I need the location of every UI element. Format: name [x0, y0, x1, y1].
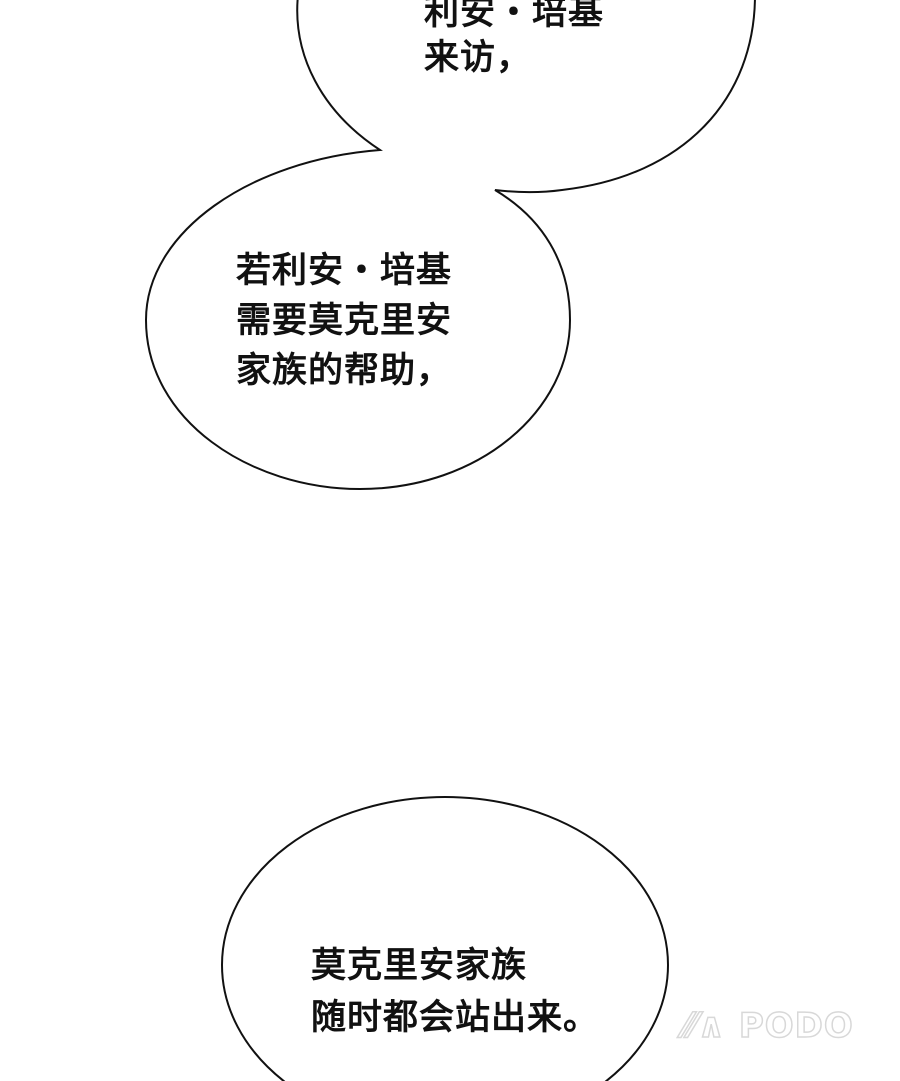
bubble-1-line-2: 来访，: [424, 38, 533, 78]
bubble-2-line-2: 需要莫克里安: [236, 301, 453, 341]
bubble-2-line-1: 若利安・培基: [236, 251, 453, 291]
podo-watermark-logo: ⁄⁄∧ PODO: [683, 1005, 854, 1047]
watermark-mark-icon: ⁄⁄∧: [683, 1005, 739, 1047]
bubble-2-line-3: 家族的帮助，: [236, 351, 453, 391]
speech-bubble-bottom: [221, 796, 669, 1081]
bubble-1-line-1: 利安・培基: [424, 0, 605, 33]
speech-bubble-top-merged: [144, 0, 756, 491]
bubble-3-line-1: 莫克里安家族: [311, 946, 528, 986]
bubble-3-line-2: 随时都会站出来。: [311, 998, 600, 1038]
